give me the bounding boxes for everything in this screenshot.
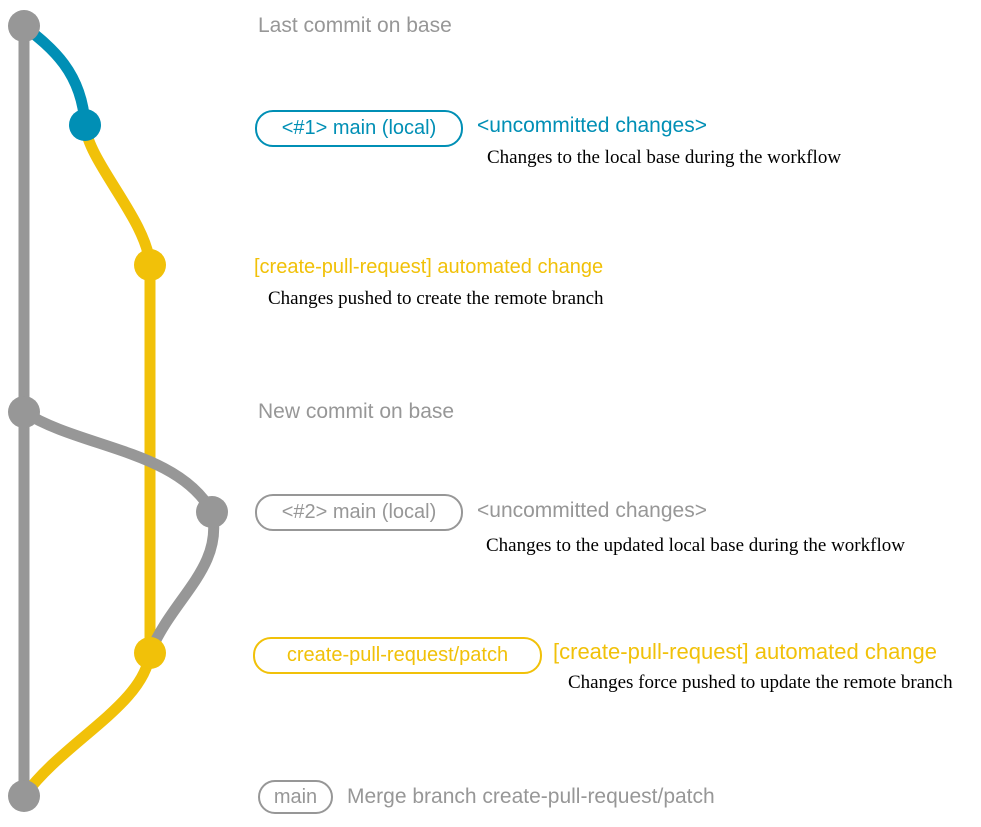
- commit-dot-new-base: [8, 396, 40, 428]
- commit-message-merge: Merge branch create-pull-request/patch: [347, 785, 715, 808]
- branch-tag-create-pull-request-patch-label: create-pull-request/patch: [286, 644, 509, 666]
- commit-message-new-base: New commit on base: [258, 400, 455, 423]
- commit-description-automated-change-1: Changes pushed to create the remote bran…: [268, 288, 604, 309]
- branch-tag-main-label: main: [273, 785, 318, 808]
- create-pull-request-branch-line: [79, 124, 156, 653]
- commit-dot-automated-change-1: [134, 249, 166, 281]
- commit-message-automated-change-2: [create-pull-request] automated change: [553, 639, 938, 664]
- branch-tag-main-local-1-label: <#1> main (local): [281, 117, 437, 139]
- commit-dot-merge: [8, 780, 40, 812]
- commit-description-uncommitted-2: Changes to the updated local base during…: [486, 535, 905, 556]
- commit-dot-automated-change-2: [134, 637, 166, 669]
- commit-dot-uncommitted-2: [196, 496, 228, 528]
- branch-tag-create-pull-request-patch: create-pull-request/patch: [253, 637, 542, 674]
- branch-tag-main-local-2: <#2> main (local): [255, 494, 463, 531]
- commit-dot-uncommitted-1: [69, 109, 101, 141]
- commit-message-last-base: Last commit on base: [258, 14, 452, 37]
- branch-tag-main: main: [258, 780, 333, 814]
- commit-dot-last-base: [8, 10, 40, 42]
- commit-description-uncommitted-1: Changes to the local base during the wor…: [487, 147, 842, 168]
- merge-branch-line: [19, 652, 156, 800]
- git-graph: [8, 10, 228, 812]
- commit-description-automated-change-2: Changes force pushed to update the remot…: [568, 672, 953, 693]
- commit-message-uncommitted-1: <uncommitted changes>: [477, 114, 707, 137]
- branch-tag-main-local-1: <#1> main (local): [255, 110, 463, 147]
- commit-message-uncommitted-2: <uncommitted changes>: [477, 499, 707, 522]
- main-local-1-branch-line: [20, 21, 91, 126]
- branch-tag-main-local-2-label: <#2> main (local): [281, 501, 437, 523]
- main-local-2-branch-line: [21, 407, 220, 656]
- commit-message-automated-change-1: [create-pull-request] automated change: [254, 256, 604, 278]
